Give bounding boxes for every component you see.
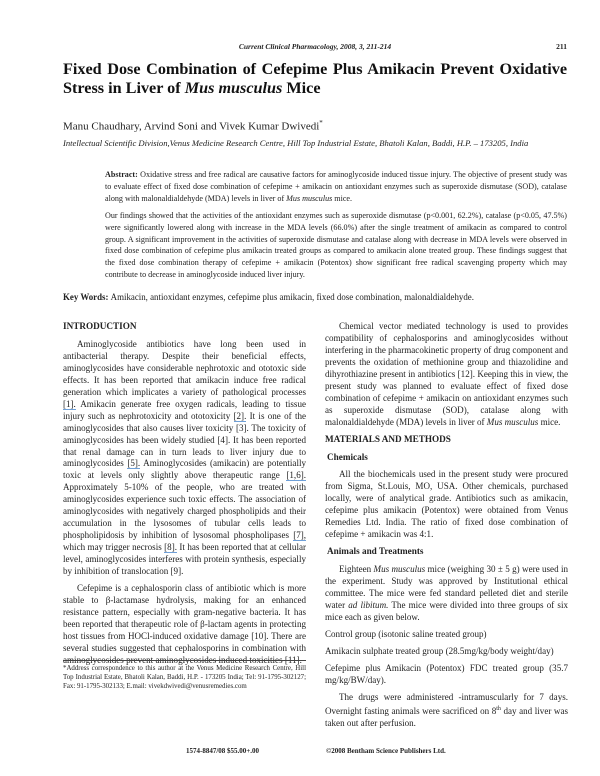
citation-link[interactable]: [5]. xyxy=(127,458,141,470)
body-paragraph: All the biochemicals used in the present… xyxy=(325,469,568,541)
text-run: Oxidative stress and free radical are ca… xyxy=(105,170,568,203)
text-run: Amikacin generate free oxygen radicals, … xyxy=(63,398,306,421)
subheading-chemicals: Chemicals xyxy=(327,451,368,462)
authors: Manu Chaudhary, Arvind Soni and Vivek Ku… xyxy=(63,120,320,133)
abstract-paragraph: Our findings showed that the activities … xyxy=(105,210,567,281)
bold-label: Key Words: xyxy=(63,292,111,302)
text-run: which may trigger necrosis xyxy=(63,542,165,553)
issn-price: 1574-8847/08 $55.00+.00 xyxy=(186,747,260,755)
citation-link[interactable]: [1,6]. xyxy=(286,470,306,482)
body-paragraph: Cefepime is a cephalosporin class of ant… xyxy=(63,583,306,667)
section-heading-methods: MATERIALS AND METHODS xyxy=(325,433,451,444)
text-run: The drugs were administered -intramuscul… xyxy=(325,691,568,716)
text-run: Eighteen xyxy=(339,564,374,575)
text-run: The mice were divided into three groups … xyxy=(325,600,568,622)
text-run: mice. xyxy=(332,193,353,203)
superscript: th xyxy=(496,705,501,712)
corresponding-author-mark: * xyxy=(319,119,323,127)
text-run: Control group (isotonic saline treated g… xyxy=(325,628,487,639)
italic-term: Mus musculus xyxy=(486,416,539,427)
affiliation: Intellectual Scientific Division,Venus M… xyxy=(63,138,529,148)
left-column: INTRODUCTION Aminoglycoside antibiotics … xyxy=(63,321,306,672)
text-run: Aminoglycosides (amikacin) are potential… xyxy=(63,458,306,481)
footnote-divider xyxy=(63,660,306,661)
text-run: mice. xyxy=(538,416,561,427)
body-paragraph: The drugs were administered -intramuscul… xyxy=(325,692,568,730)
citation-link[interactable]: [1]. xyxy=(63,398,76,410)
text-run: It is one of the aminoglycosides that al… xyxy=(63,410,306,469)
italic-term: Mus musculus xyxy=(286,193,333,203)
text-run: mice (weighing 30 ± 5 g) were used in th… xyxy=(325,564,568,611)
group-item: Amikacin sulphate treated group (28.5mg/… xyxy=(325,646,568,658)
group-item: Control group (isotonic saline treated g… xyxy=(325,629,568,641)
body-paragraph: Chemical vector mediated technology is u… xyxy=(325,321,568,429)
italic-term: Mus musculus xyxy=(373,564,426,575)
italic-term: ad libitum. xyxy=(348,600,389,611)
body-paragraph: Aminoglycoside antibiotics have long bee… xyxy=(63,339,306,578)
page-number: 211 xyxy=(556,42,567,51)
group-item: Cefepime plus Amikacin (Potentox) FDC tr… xyxy=(325,663,568,687)
author-list: Manu Chaudhary, Arvind Soni and Vivek Ku… xyxy=(63,119,323,133)
journal-citation: Current Clinical Pharmacology, 2008, 3, … xyxy=(238,42,392,51)
text-run: Aminoglycoside antibiotics have long bee… xyxy=(63,338,306,397)
correspondence-footnote: *Address correspondence to this author a… xyxy=(63,665,306,691)
text-run: day and liver was taken out after perfus… xyxy=(325,705,568,728)
section-heading-introduction: INTRODUCTION xyxy=(63,321,137,331)
text-run: Amikacin sulphate treated group (28.5mg/… xyxy=(325,645,554,656)
citation-link[interactable]: [2]. xyxy=(233,410,247,422)
text-run: All the biochemicals used in the present… xyxy=(325,469,568,540)
subheading-animals: Animals and Treatments xyxy=(327,546,424,557)
abstract-paragraph: Abstract: Oxidative stress and free radi… xyxy=(105,169,567,205)
text-run: Cefepime is a cephalosporin class of ant… xyxy=(63,583,306,665)
article-title: Fixed Dose Combination of Cefepime Plus … xyxy=(63,60,567,98)
text-run: Chemical vector mediated technology is u… xyxy=(325,321,568,427)
italic-term: Mus musculus xyxy=(184,79,283,97)
text-run: Our findings showed that the activities … xyxy=(105,210,567,280)
text-run: Amikacin, antioxidant enzymes, cefepime … xyxy=(110,292,474,302)
citation-link[interactable]: [7], xyxy=(293,530,306,542)
text-run: Fixed Dose Combination of Cefepime Plus … xyxy=(63,60,567,97)
text-run: Mice xyxy=(282,79,321,97)
body-paragraph: Eighteen Mus musculus mice (weighing 30 … xyxy=(325,564,568,624)
abstract: Abstract: Oxidative stress and free radi… xyxy=(105,169,567,286)
text-run: Cefepime plus Amikacin (Potentox) FDC tr… xyxy=(325,662,568,685)
text-run: Approximately 5-10% of the people, who a… xyxy=(63,482,306,541)
copyright: ©2008 Bentham Science Publishers Ltd. xyxy=(326,747,446,755)
citation-link[interactable]: [8]. xyxy=(164,542,177,554)
text-run: It has been reported that at cellular le… xyxy=(63,542,307,577)
right-column: Chemical vector mediated technology is u… xyxy=(325,321,568,735)
bold-label: Abstract: xyxy=(105,170,141,179)
keywords: Key Words: Amikacin, antioxidant enzymes… xyxy=(63,292,567,302)
